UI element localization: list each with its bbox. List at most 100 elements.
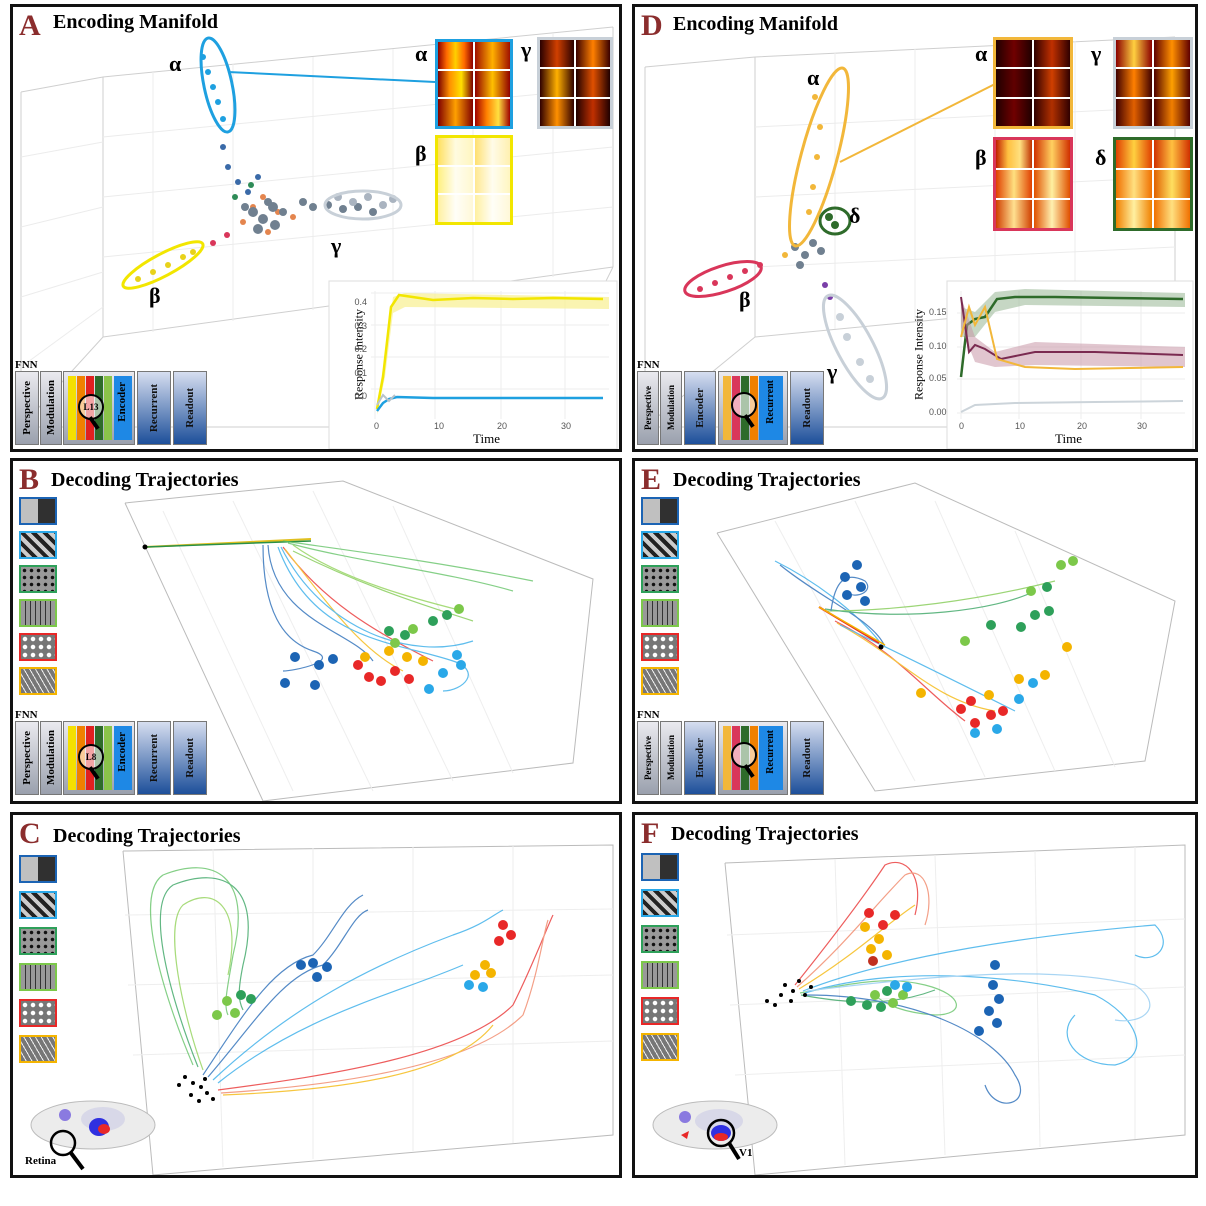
gamma-label: γ — [331, 233, 342, 258]
panel-e: E Decoding Trajectories — [632, 458, 1198, 804]
ytick: 0.15 — [929, 307, 947, 317]
panel-title: Decoding Trajectories — [53, 825, 241, 847]
trajectory-plot-f — [724, 844, 1186, 1175]
panel-letter: C — [19, 817, 41, 850]
beta-heatmap-label: β — [415, 141, 427, 166]
fnn-diagram-e: FNN Perspective Modulation Encoder Recur… — [637, 709, 833, 799]
alpha-label: α — [169, 51, 182, 76]
fnn-diagram-b: FNN Perspective Modulation Encoder L8 Re… — [15, 709, 211, 799]
stimulus-light-dots-icon — [641, 633, 679, 661]
stimulus-dark-dashes-icon — [641, 599, 679, 627]
fnn-label: FNN — [15, 709, 38, 721]
stimulus-bar-icon — [641, 497, 679, 525]
xtick: 0 — [374, 421, 380, 431]
fnn-readout: Readout — [790, 371, 824, 445]
fnn-recurrent: Recurrent — [718, 721, 788, 795]
magnifier-icon: L13 — [78, 394, 104, 420]
alpha-ellipse — [199, 36, 237, 134]
retina-label: Retina — [25, 1155, 57, 1167]
beta-label: β — [149, 283, 161, 308]
response-chart-a — [328, 280, 618, 449]
beta-ellipse — [121, 240, 205, 290]
beta-heatmap-label: β — [975, 145, 987, 170]
panel-c: C Decoding Trajectories — [10, 812, 622, 1178]
chart-d-xlabel: Time — [1055, 431, 1082, 446]
panel-letter: F — [641, 817, 660, 850]
panel-letter: A — [19, 9, 41, 42]
fnn-modulation: Modulation — [40, 721, 62, 795]
alpha-heatmap-label: α — [415, 41, 428, 66]
fnn-modulation: Modulation — [40, 371, 62, 445]
ytick: 0.0 — [354, 391, 367, 401]
ytick: 0.2 — [354, 344, 367, 354]
xtick: 30 — [1137, 421, 1148, 431]
panel-title: Decoding Trajectories — [671, 823, 859, 845]
ytick: 0.05 — [929, 373, 947, 383]
stimulus-dark-dots-icon — [641, 925, 679, 953]
stimulus-light-dots-icon — [641, 997, 679, 1025]
beta-heatmap — [993, 137, 1073, 231]
fnn-label: FNN — [637, 709, 660, 721]
panel-title: Encoding Manifold — [53, 11, 219, 33]
delta-ellipse — [818, 206, 852, 236]
fnn-recurrent: Recurrent — [137, 371, 171, 445]
ytick: 0.00 — [929, 407, 947, 417]
panel-title: Decoding Trajectories — [673, 469, 861, 491]
v1-label: V1 — [739, 1147, 753, 1159]
gamma-label: γ — [827, 359, 838, 384]
fnn-readout: Readout — [173, 371, 207, 445]
panel-b: B Decoding Trajectories — [10, 458, 622, 804]
gamma-heatmap-label: γ — [521, 37, 532, 62]
fnn-perspective: Perspective — [15, 371, 39, 445]
gamma-heatmap — [1113, 37, 1193, 129]
alpha-heatmap-label: α — [975, 41, 988, 66]
panel-letter: B — [19, 463, 40, 496]
stimulus-dark-dots-icon — [641, 565, 679, 593]
ytick: 0.10 — [929, 341, 947, 351]
stimulus-bar-icon — [641, 853, 679, 881]
fnn-readout: Readout — [790, 721, 824, 795]
fnn-recurrent: Recurrent — [137, 721, 171, 795]
panel-a: A Encoding Manifold — [10, 4, 622, 452]
delta-heatmap — [1113, 137, 1193, 231]
fnn-perspective: Perspective — [15, 721, 39, 795]
stimulus-dark-dashes-icon — [19, 963, 57, 991]
chart-d-ylabel: Response Intensity — [911, 309, 926, 400]
xtick: 20 — [1077, 421, 1088, 431]
fnn-encoder: Encoder — [684, 721, 716, 795]
panel-letter: E — [641, 463, 662, 496]
gamma-ellipse — [323, 189, 403, 221]
fnn-readout: Readout — [173, 721, 207, 795]
stimulus-dark-dots-icon — [19, 927, 57, 955]
panel-letter: D — [641, 9, 663, 42]
fnn-diagram-d: FNN Perspective Modulation Encoder Recur… — [637, 359, 833, 449]
brain-v1-icon — [652, 1100, 778, 1161]
stimulus-dark-dashes-icon — [641, 961, 679, 989]
alpha-label: α — [807, 65, 820, 90]
fnn-encoder: Encoder L13 — [63, 371, 135, 445]
gamma-heatmap-label: γ — [1091, 41, 1102, 66]
ytick: 0.3 — [354, 320, 367, 331]
xtick: 0 — [959, 421, 965, 431]
panel-title: Decoding Trajectories — [51, 469, 239, 491]
beta-label: β — [739, 287, 751, 312]
delta-label: δ — [849, 203, 861, 228]
xtick: 10 — [434, 421, 445, 431]
stimulus-light-dashes-icon — [19, 1035, 57, 1063]
trajectory-plot-b — [124, 480, 594, 801]
xtick: 10 — [1015, 421, 1026, 431]
stimulus-light-dots-icon — [19, 633, 57, 661]
fnn-perspective: Perspective — [637, 371, 659, 445]
fnn-perspective: Perspective — [637, 721, 659, 795]
fnn-diagram-a: FNN Perspective Modulation Encoder L13 R… — [15, 359, 211, 449]
stimulus-grating-icon — [641, 889, 679, 917]
response-chart-d — [946, 280, 1194, 449]
stimulus-dark-dashes-icon — [19, 599, 57, 627]
stimulus-light-dashes-icon — [641, 1033, 679, 1061]
magnifier-icon — [731, 392, 757, 418]
ytick: 0.4 — [354, 297, 367, 307]
ytick: 0.1 — [354, 367, 367, 378]
beta-heatmap — [435, 135, 513, 225]
stimulus-dark-dots-icon — [19, 565, 57, 593]
chart-a-xlabel: Time — [473, 431, 500, 446]
